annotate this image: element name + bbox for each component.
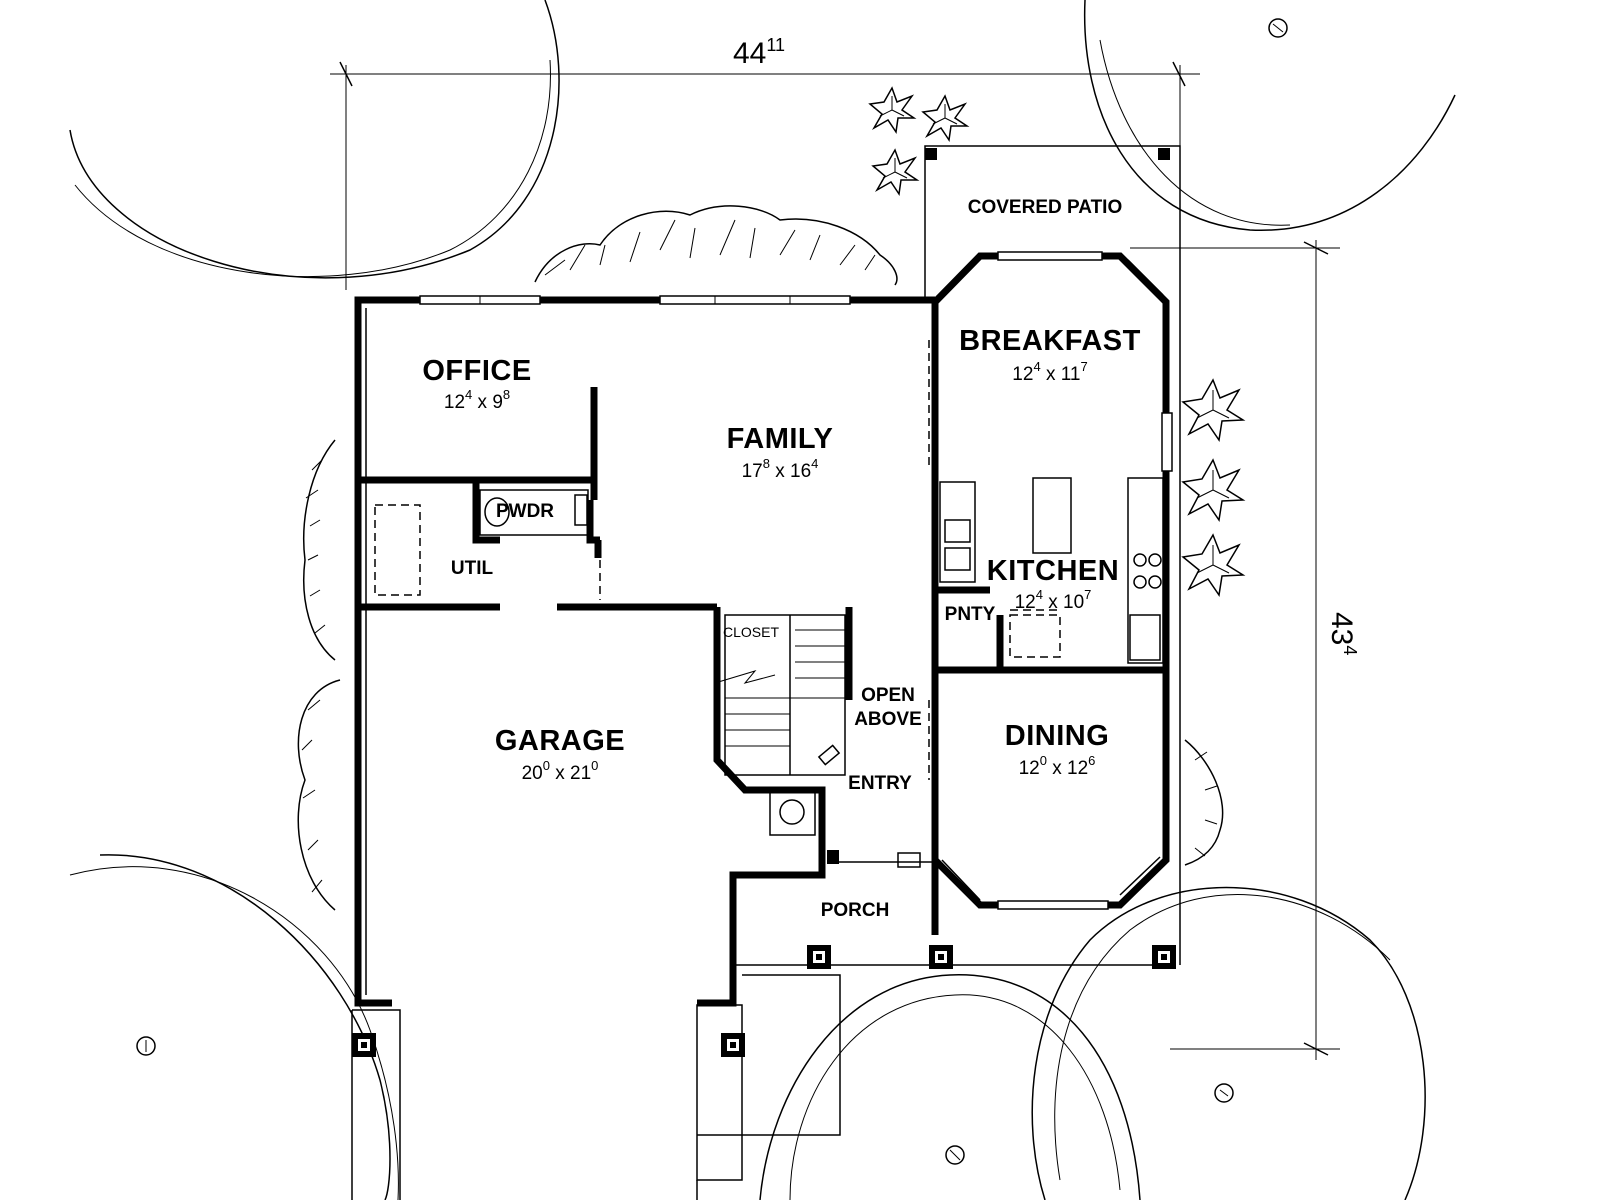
bush-icon <box>921 94 970 143</box>
dimension-lines <box>330 61 1340 1060</box>
room-size-dining: 120 x 126 <box>1019 753 1096 779</box>
room-labels: OFFICE 124 x 98 FAMILY 178 x 164 BREAKFA… <box>422 197 1141 921</box>
room-label-dining: DINING <box>1005 720 1110 752</box>
tree-canopy-bottom-right-inner <box>1054 894 1391 1181</box>
room-size-breakfast: 124 x 117 <box>1012 359 1087 385</box>
interior-walls <box>361 387 1166 700</box>
overall-width-dimension: 4411 <box>733 35 785 70</box>
label-pwdr: PWDR <box>496 501 554 522</box>
tree-trunk-icon <box>136 18 1288 1165</box>
shrub-left-lower-icon <box>297 679 341 911</box>
bush-icon <box>1181 458 1246 522</box>
label-above: ABOVE <box>854 709 922 730</box>
landscape-trees <box>69 0 1456 1200</box>
room-label-family: FAMILY <box>727 423 834 455</box>
shrub-bed-left-icon <box>303 439 336 661</box>
room-size-garage: 200 x 210 <box>522 758 599 784</box>
label-closet: CLOSET <box>723 624 779 640</box>
room-size-kitchen: 124 x 107 <box>1015 587 1092 613</box>
tree-canopy-bottom-left-inner <box>69 866 399 1200</box>
tree-canopy-bottom-left <box>99 854 391 1200</box>
label-pnty: PNTY <box>945 604 996 625</box>
bush-icon <box>1181 378 1246 442</box>
tree-canopy-top-right <box>1083 0 1456 231</box>
tree-canopy-top-right-inner <box>1099 39 1291 226</box>
shrub-right-icon <box>1184 739 1224 866</box>
label-util: UTIL <box>451 558 494 579</box>
porch-columns <box>351 945 1176 1200</box>
tree-canopy-top-left-inner <box>74 59 551 277</box>
tree-canopy-top-left <box>69 0 560 279</box>
room-label-breakfast: BREAKFAST <box>959 325 1141 357</box>
label-open: OPEN <box>861 685 915 706</box>
room-label-garage: GARAGE <box>495 725 625 757</box>
tree-canopy-bottom-center-inner <box>789 994 1121 1200</box>
room-label-office: OFFICE <box>422 355 531 387</box>
dashed-openings <box>374 340 1061 780</box>
powder-fixtures <box>479 489 589 536</box>
room-label-kitchen: KITCHEN <box>987 555 1119 587</box>
bush-cluster <box>868 86 1246 597</box>
label-entry: ENTRY <box>848 773 912 794</box>
room-size-office: 124 x 98 <box>444 387 510 413</box>
overall-depth-dimension: 434 <box>1325 612 1360 655</box>
landscape-shrubs <box>297 205 1224 911</box>
kitchen-fixtures <box>939 477 1164 664</box>
label-covered-patio: COVERED PATIO <box>968 197 1122 218</box>
room-size-family: 178 x 164 <box>742 456 819 482</box>
label-porch: PORCH <box>821 900 890 921</box>
shrub-bed-rear-icon <box>534 205 898 286</box>
bush-icon <box>868 86 917 135</box>
bush-icon <box>871 148 920 197</box>
tree-canopy-bottom-center <box>759 974 1141 1200</box>
bush-icon <box>1181 533 1246 597</box>
windows <box>419 251 1173 910</box>
tree-canopy-bottom-right <box>1031 886 1426 1200</box>
covered-patio <box>924 145 1181 965</box>
staircase <box>714 614 846 836</box>
